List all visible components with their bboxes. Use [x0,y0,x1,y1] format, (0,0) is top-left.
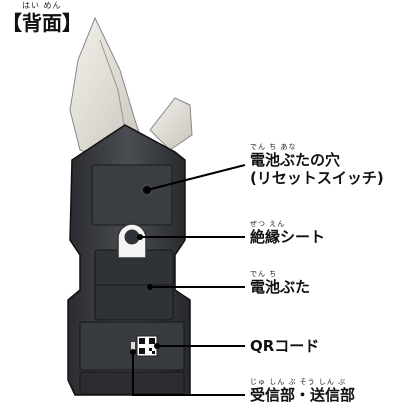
device-body [67,124,191,396]
label-battery-hole: でん ち あな 電池ぶたの穴 (リセットスイッチ) [250,143,384,187]
label-battery-cover: でん ち 電池ぶた [250,270,310,296]
leader-lines [132,164,246,396]
title-ruby: はい めん [22,1,62,10]
battery-hole-text: 電池ぶたの穴 [250,151,341,169]
battery-cover-ruby: でん ち [250,270,278,278]
page-title: 【背面】 [2,11,82,35]
label-transceiver: じゅ しん ぶ そう しん ぶ 受信部・送信部 [250,378,355,404]
leader-dots [130,187,160,355]
title: はい めん 【背面】 [2,2,82,36]
transceiver-ruby: じゅ しん ぶ そう しん ぶ [250,378,347,386]
qr-code-icon [136,335,158,357]
battery-cover-text: 電池ぶた [250,278,311,296]
insulation-ruby: ぜつ えん [250,220,286,228]
label-insulation: ぜつ えん 絶縁シート [250,220,325,246]
insulation-text: 絶縁シート [250,228,326,246]
reset-switch-text: (リセットスイッチ) [250,169,384,187]
insulation-tab [117,223,147,259]
battery-hole-ruby: でん ち あな [250,143,297,151]
transceiver-text: 受信部・送信部 [250,386,356,404]
qr-text: QRコード [250,337,320,355]
label-qr: QRコード [250,337,319,355]
sensor-window [131,342,135,352]
